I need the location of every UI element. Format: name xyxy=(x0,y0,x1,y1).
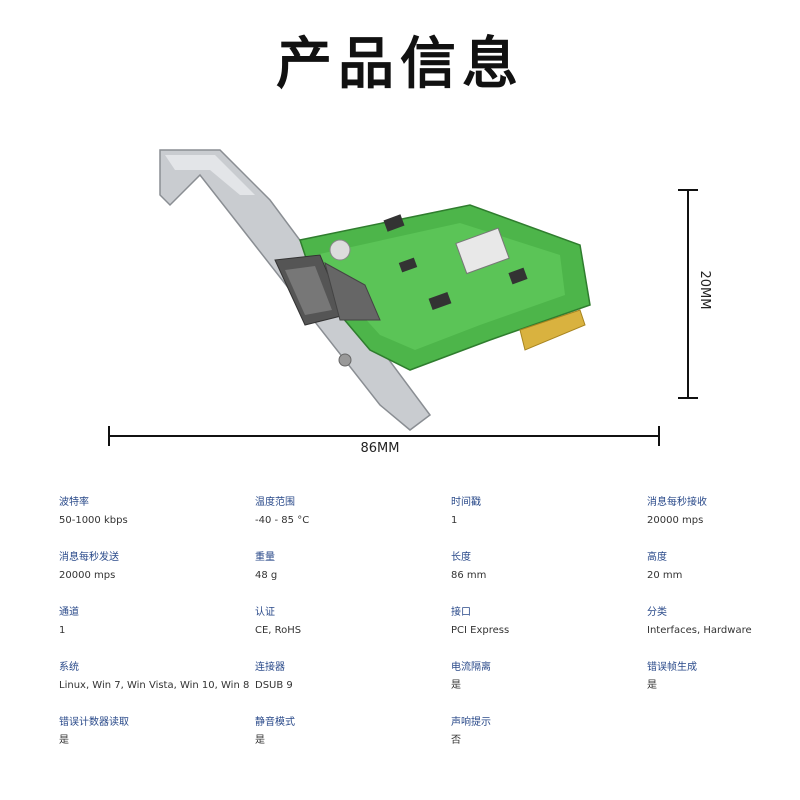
spec-item: 长度 86 mm xyxy=(451,551,647,606)
spec-item: 声响提示否 xyxy=(451,716,647,771)
page-title: 产品信息 xyxy=(276,32,524,97)
spec-item: 时间戳 1 xyxy=(451,496,647,551)
spec-key: 认证 xyxy=(255,607,275,618)
spec-key: 静音模式 xyxy=(255,717,295,728)
spec-value: 20000 mps xyxy=(59,570,116,581)
width-dimension-line xyxy=(108,426,660,446)
spec-value: Interfaces, Hardware xyxy=(647,625,752,636)
spec-key: 高度 xyxy=(647,552,667,563)
spec-value: 1 xyxy=(451,515,458,526)
spec-value: 48 g xyxy=(255,570,278,581)
spec-key: 连接器 xyxy=(255,662,285,673)
spec-item: 消息每秒发送 20000 mps xyxy=(59,551,255,606)
spec-key: 重量 xyxy=(255,552,275,563)
spec-key: 波特率 xyxy=(59,497,89,508)
spec-value: 86 mm xyxy=(451,570,487,581)
spec-key: 通道 xyxy=(59,607,79,618)
spec-item: 消息每秒接收 20000 mps xyxy=(647,496,799,551)
spec-key: 温度范围 xyxy=(255,497,295,508)
spec-item: 温度范围 -40 - 85 °C xyxy=(255,496,451,551)
spec-item: 认证 CE, RoHS xyxy=(255,606,451,661)
spec-table: 波特率 50-1000 kbps 温度范围 -40 - 85 °C 时间戳 1 消息每… xyxy=(59,496,799,771)
spec-key: 错误帧生成 xyxy=(647,662,697,673)
spec-value: 是 xyxy=(59,735,69,746)
spec-key: 分类 xyxy=(647,607,667,618)
spec-item: 错误计数器读取是 xyxy=(59,716,255,771)
spec-key: 时间戳 xyxy=(451,497,481,508)
spec-key: 电流隔离 xyxy=(451,662,491,673)
spec-value: 20 mm xyxy=(647,570,683,581)
spec-value: 20000 mps xyxy=(647,515,704,526)
spec-key: 长度 xyxy=(451,552,471,563)
spec-item: 错误帧生成是 xyxy=(647,661,799,716)
width-dimension-label: 86MM xyxy=(360,441,400,456)
spec-item: 接口 PCI Express xyxy=(451,606,647,661)
spec-value: 是 xyxy=(451,680,461,691)
spec-key: 错误计数器读取 xyxy=(59,717,129,728)
spec-value: CE, RoHS xyxy=(255,625,302,636)
spec-item: 连接器 DSUB 9 xyxy=(255,661,451,716)
height-dimension-line xyxy=(678,189,698,399)
spec-key: 接口 xyxy=(451,607,471,618)
spec-value: 否 xyxy=(451,735,461,746)
spec-key: 消息每秒发送 xyxy=(59,552,119,563)
spec-item: 电流隔离是 xyxy=(451,661,647,716)
spec-key: 系统 xyxy=(59,662,79,673)
spec-item: 静音模式是 xyxy=(255,716,451,771)
product-image xyxy=(159,149,591,431)
spec-item: 系统 Linux, Win 7, Win Vista, Win 10, Win 8 xyxy=(59,661,255,716)
spec-value: 是 xyxy=(647,680,657,691)
spec-key: 声响提示 xyxy=(451,717,491,728)
spec-value: 是 xyxy=(255,735,265,746)
spec-value: -40 - 85 °C xyxy=(255,515,310,526)
spec-item: 通道 1 xyxy=(59,606,255,661)
spec-item: 分类 Interfaces, Hardware xyxy=(647,606,799,661)
spec-value: Linux, Win 7, Win Vista, Win 10, Win 8 xyxy=(59,680,250,691)
spec-item: 波特率 50-1000 kbps xyxy=(59,496,255,551)
height-dimension-label: 20MM xyxy=(697,270,712,310)
spec-value: 50-1000 kbps xyxy=(59,515,128,526)
spec-item: 重量 48 g xyxy=(255,551,451,606)
spec-value: PCI Express xyxy=(451,625,510,636)
spec-key: 消息每秒接收 xyxy=(647,497,707,508)
spec-value: 1 xyxy=(59,625,66,636)
spec-item: 高度 20 mm xyxy=(647,551,799,606)
spec-value: DSUB 9 xyxy=(255,680,293,691)
